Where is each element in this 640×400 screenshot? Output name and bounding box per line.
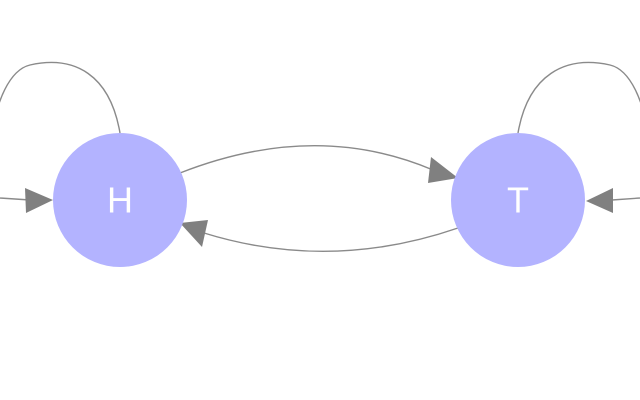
edge-h-to-h-line: [0, 61, 121, 201]
edge-t-to-h-arrowhead: [180, 220, 208, 247]
node-t: T: [451, 133, 585, 267]
edge-t-to-t-arrowhead: [586, 188, 613, 213]
edge-h-to-t-arrowhead: [428, 157, 458, 183]
edge-h-to-t: [179, 145, 458, 183]
edge-h-to-t-line: [179, 145, 434, 174]
edge-t-to-h-line: [203, 227, 459, 253]
edge-t-to-t-line: [517, 61, 640, 201]
edge-h-to-h: [0, 61, 121, 213]
node-t-circle: [451, 133, 585, 267]
edge-t-to-t: [517, 61, 640, 213]
node-h-label: H: [107, 180, 133, 221]
node-t-label: T: [507, 180, 529, 221]
edge-h-to-h-arrowhead: [25, 188, 53, 213]
node-h: H: [53, 133, 187, 267]
edge-t-to-h: [180, 220, 459, 253]
node-h-circle: [53, 133, 187, 267]
